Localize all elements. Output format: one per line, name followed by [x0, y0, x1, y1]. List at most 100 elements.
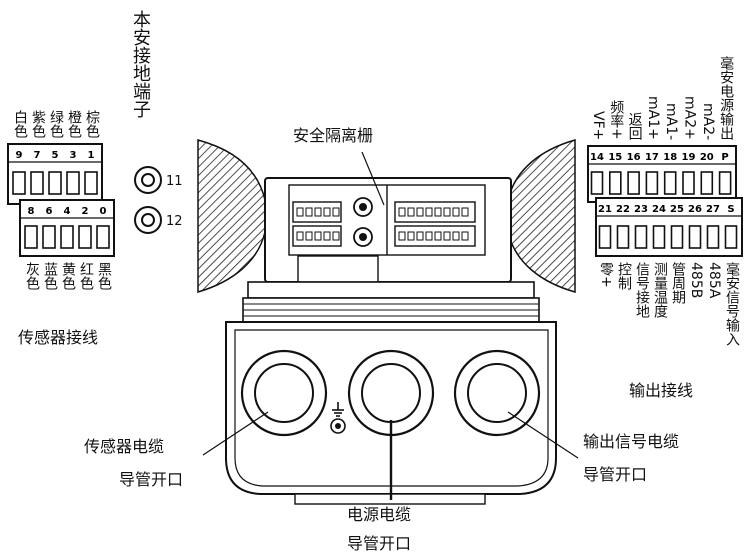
output-bottom-signal-label: 管周期 — [670, 262, 686, 304]
barrier-screw — [416, 231, 424, 241]
output-bottom-signal-label: 485A — [706, 262, 722, 299]
output-top-signal-label: mA2+ — [681, 96, 698, 140]
output-top-terminal-number: 16 — [627, 152, 641, 163]
output-top-signal-label: 毫安电源输出 — [718, 56, 735, 140]
barrier-terminal-screws — [296, 207, 469, 241]
sensor-conduit-label-line2: 导管开口 — [119, 470, 184, 489]
output-top-signal-label: 返回 — [626, 112, 643, 140]
output-top-signal-label: VF+ — [590, 110, 606, 140]
output-bottom-terminal-number: S — [727, 204, 734, 215]
sensor-top-terminal-number: 1 — [88, 150, 95, 161]
output-bottom-terminal-slot — [598, 225, 612, 249]
sensor-bottom-color-label: 黑色 — [96, 262, 112, 290]
barrier-screw — [461, 231, 469, 241]
output-top-terminal-number: 18 — [663, 152, 677, 163]
output-conduit-label-line2: 导管开口 — [583, 465, 648, 484]
barrier-screw — [443, 231, 451, 241]
housing-neck — [242, 281, 540, 323]
output-bottom-terminal-slot — [706, 225, 720, 249]
barrier-screw — [443, 207, 451, 217]
barrier-screw — [323, 231, 331, 241]
power-conduit-label-line1: 电源电缆 — [347, 505, 412, 524]
output-top-terminal-slot — [590, 171, 604, 195]
barrier-screw — [398, 231, 406, 241]
output-top-signal-label: mA1- — [663, 102, 680, 140]
output-wiring-label: 输出接线 — [629, 381, 694, 400]
output-bottom-signal-label: 控制 — [616, 262, 632, 290]
sensor-bottom-color-label: 黄色 — [60, 262, 76, 290]
right-hatched-cover — [507, 139, 576, 293]
power-conduit-label-line2: 导管开口 — [347, 534, 412, 553]
ground-terminal-11-label: 11 — [166, 174, 183, 189]
output-bottom-terminal-number: 21 — [598, 204, 612, 215]
output-top-terminal-number: 14 — [590, 152, 604, 163]
sensor-bottom-terminal-slot — [96, 225, 110, 249]
sensor-bottom-terminal-slot — [60, 225, 74, 249]
ground-icon — [330, 402, 346, 434]
output-bottom-terminal-slot — [616, 225, 630, 249]
ground-terminal-label: 本安接地端子 — [130, 10, 151, 118]
sensor-bottom-terminal-number: 8 — [28, 206, 35, 217]
safety-barrier-leader — [361, 151, 385, 206]
sensor-top-terminal-number: 7 — [34, 150, 41, 161]
output-bottom-terminal-slot — [634, 225, 648, 249]
sensor-bottom-color-label: 蓝色 — [42, 262, 58, 290]
output-conduit-leader — [507, 411, 579, 459]
barrier-screw — [416, 207, 424, 217]
output-top-terminal-slot — [682, 171, 695, 195]
sensor-top-terminal-slot — [30, 171, 44, 195]
output-bottom-terminal-number: 23 — [634, 204, 648, 215]
output-top-terminal-slot — [700, 171, 714, 195]
sensor-top-color-label: 紫色 — [30, 110, 46, 138]
barrier-screw — [452, 231, 460, 241]
output-top-terminal-number: 19 — [682, 152, 696, 163]
barrier-screw — [296, 207, 304, 217]
left-hatched-cover — [197, 139, 266, 294]
barrier-screw — [305, 231, 313, 241]
barrier-screw — [425, 231, 433, 241]
barrier-screw — [434, 231, 442, 241]
output-bottom-signal-label: 零+ — [598, 262, 614, 288]
sensor-bottom-terminal-number: 4 — [64, 206, 71, 217]
sensor-top-terminal-number: 3 — [70, 150, 77, 161]
barrier-screw — [332, 207, 340, 217]
sensor-bottom-terminal-slot — [42, 225, 56, 249]
output-bottom-terminal-number: 26 — [688, 204, 702, 215]
barrier-screw — [332, 231, 340, 241]
ground-terminal-12 — [134, 206, 162, 234]
sensor-top-color-label: 绿色 — [48, 110, 64, 138]
sensor-top-color-label: 棕色 — [84, 110, 100, 138]
sensor-bottom-terminal-number: 6 — [46, 206, 53, 217]
output-top-terminal-slot — [627, 171, 640, 195]
output-bottom-terminal-slot — [652, 225, 666, 249]
output-bottom-signal-label: 485B — [688, 262, 704, 299]
output-top-signal-label: 频率+ — [608, 100, 625, 140]
output-bottom-terminal-slot — [724, 225, 738, 249]
sensor-top-terminal-slot — [12, 171, 26, 195]
upper-housing — [264, 177, 512, 283]
barrier-screw — [296, 231, 304, 241]
output-top-terminal-number: 17 — [645, 152, 659, 163]
output-bottom-terminal-slot — [688, 225, 702, 249]
sensor-bottom-color-label: 灰色 — [24, 262, 40, 290]
power-conduit-opening — [347, 349, 435, 437]
barrier-screw — [305, 207, 313, 217]
output-conduit-label-line1: 输出信号电缆 — [583, 432, 680, 451]
output-conduit-opening — [453, 349, 541, 437]
output-bottom-signal-label: 测量温度 — [652, 262, 668, 318]
sensor-bottom-terminal-number: 0 — [100, 206, 107, 217]
barrier-screw — [407, 231, 415, 241]
output-bottom-terminal-number: 27 — [706, 204, 720, 215]
output-top-signal-label: mA2- — [699, 102, 716, 140]
output-top-terminal-slot — [663, 171, 677, 195]
barrier-screw — [461, 207, 469, 217]
output-top-terminal-number: 20 — [700, 152, 714, 163]
sensor-top-terminal-slot — [48, 171, 62, 195]
barrier-screw — [323, 207, 331, 217]
safety-barrier-label: 安全隔离栅 — [293, 126, 374, 145]
sensor-bottom-terminal-number: 2 — [82, 206, 89, 217]
output-top-terminal-number: P — [721, 152, 728, 163]
sensor-top-terminal-slot — [66, 171, 80, 195]
